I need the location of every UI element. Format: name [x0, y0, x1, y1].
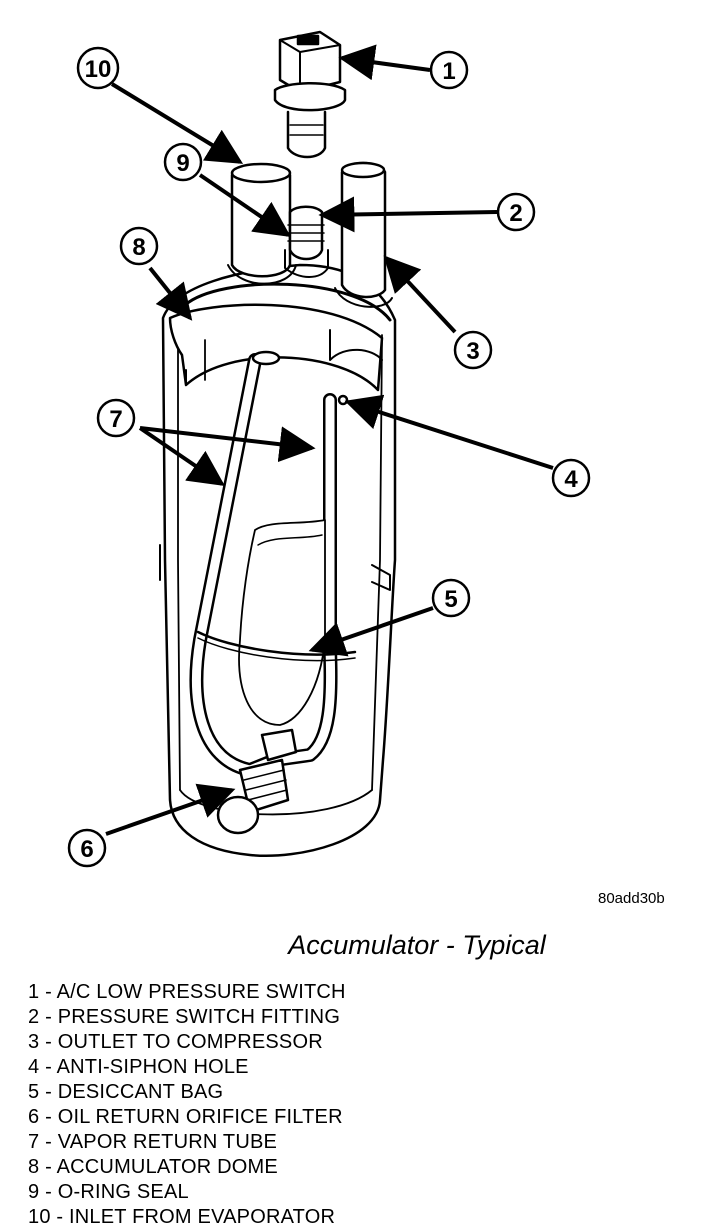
callout-1: 1: [429, 50, 469, 90]
legend-item: 3 - OUTLET TO COMPRESSOR: [28, 1031, 323, 1053]
callout-2: 2: [496, 192, 536, 232]
legend-item: 8 - ACCUMULATOR DOME: [28, 1156, 278, 1178]
legend-item: 7 - VAPOR RETURN TUBE: [28, 1131, 278, 1153]
callout-7: 7: [96, 398, 136, 438]
legend-item: 1 - A/C LOW PRESSURE SWITCH: [28, 981, 346, 1003]
desiccant-bag: [238, 519, 326, 726]
legend-item: 6 - OIL RETURN ORIFICE FILTER: [28, 1106, 343, 1128]
svg-text:1: 1: [442, 58, 455, 85]
svg-text:10: 10: [85, 56, 112, 83]
callout-8: 8: [119, 226, 159, 266]
figure-caption: Accumulator - Typical: [288, 930, 546, 960]
callout-3: 3: [453, 330, 493, 370]
callout-4: 4: [551, 458, 591, 498]
svg-text:8: 8: [132, 234, 145, 261]
callouts: 1 2 3 4 5 6 7 8: [67, 46, 591, 868]
outlet-pipe: [340, 161, 387, 299]
svg-text:3: 3: [466, 338, 479, 365]
svg-text:5: 5: [444, 586, 457, 613]
legend-item: 4 - ANTI-SIPHON HOLE: [28, 1056, 249, 1078]
callout-6: 6: [67, 828, 107, 868]
callout-5: 5: [431, 578, 471, 618]
accumulator-dome: [168, 303, 384, 392]
leader-lines: [105, 44, 554, 836]
svg-text:4: 4: [564, 466, 578, 493]
callout-10: 10: [76, 46, 120, 90]
legend-item: 10 - INLET FROM EVAPORATOR: [28, 1206, 336, 1228]
svg-text:9: 9: [176, 150, 189, 177]
svg-text:7: 7: [109, 406, 122, 433]
legend-list: 1 - A/C LOW PRESSURE SWITCH 2 - PRESSURE…: [28, 980, 346, 1230]
legend-item: 2 - PRESSURE SWITCH FITTING: [28, 1006, 341, 1028]
accumulator-diagram: 1 2 3 4 5 6 7 8: [67, 30, 591, 868]
legend-item: 9 - O-RING SEAL: [28, 1181, 189, 1203]
svg-text:2: 2: [509, 200, 522, 227]
anti-siphon-hole: [337, 394, 349, 406]
figure-code: 80add30b: [598, 890, 665, 907]
svg-text:6: 6: [80, 836, 93, 863]
callout-9: 9: [163, 142, 203, 182]
legend-item: 5 - DESICCANT BAG: [28, 1081, 224, 1103]
